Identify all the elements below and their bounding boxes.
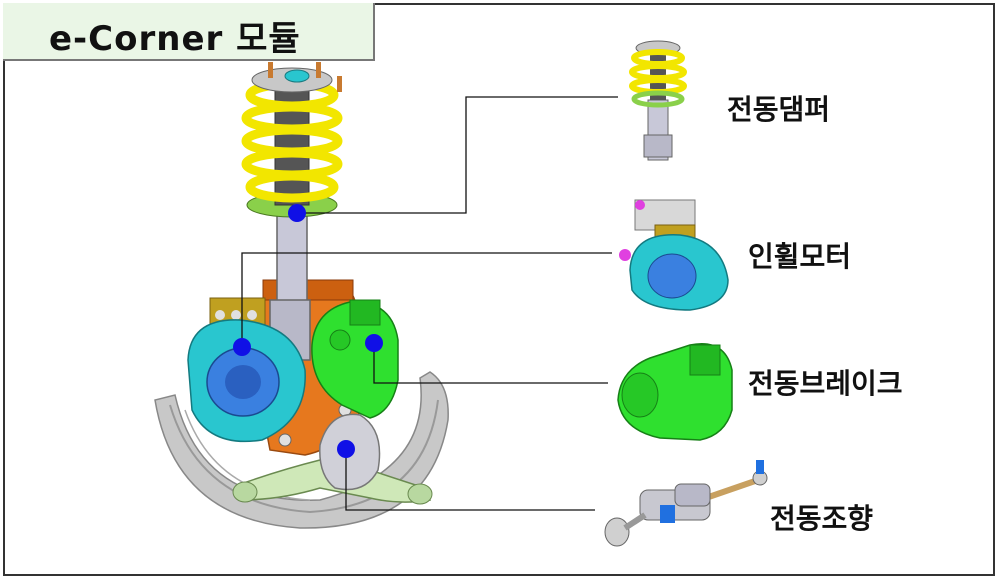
label-brake: 전동브레이크 — [748, 367, 903, 400]
leader-wheel-motor — [241, 252, 612, 347]
marker-wheel-motor — [233, 338, 251, 356]
label-wheel-motor: 인휠모터 — [748, 240, 852, 273]
leader-brake — [373, 343, 608, 384]
leader-lines — [241, 96, 618, 511]
marker-dots — [233, 204, 383, 458]
thumb-damper — [629, 40, 687, 161]
thumb-steering — [604, 460, 768, 547]
coil-spring — [241, 79, 343, 206]
label-steering: 전동조향 — [770, 502, 874, 535]
marker-steering — [337, 440, 355, 458]
main-brake-caliper — [311, 299, 399, 419]
leader-damper — [297, 96, 618, 214]
main-wheel-motor — [187, 297, 306, 443]
marker-brake — [365, 334, 383, 352]
diagram-frame — [3, 3, 995, 576]
label-damper: 전동댐퍼 — [727, 93, 831, 126]
diagram-title: e-Corner 모듈 — [49, 19, 301, 59]
main-assembly — [154, 62, 449, 529]
thumb-brake — [617, 343, 733, 441]
title-box: e-Corner 모듈 — [3, 3, 375, 61]
marker-damper — [288, 204, 306, 222]
thumb-wheel-motor — [619, 199, 729, 311]
leader-steering — [345, 449, 595, 511]
